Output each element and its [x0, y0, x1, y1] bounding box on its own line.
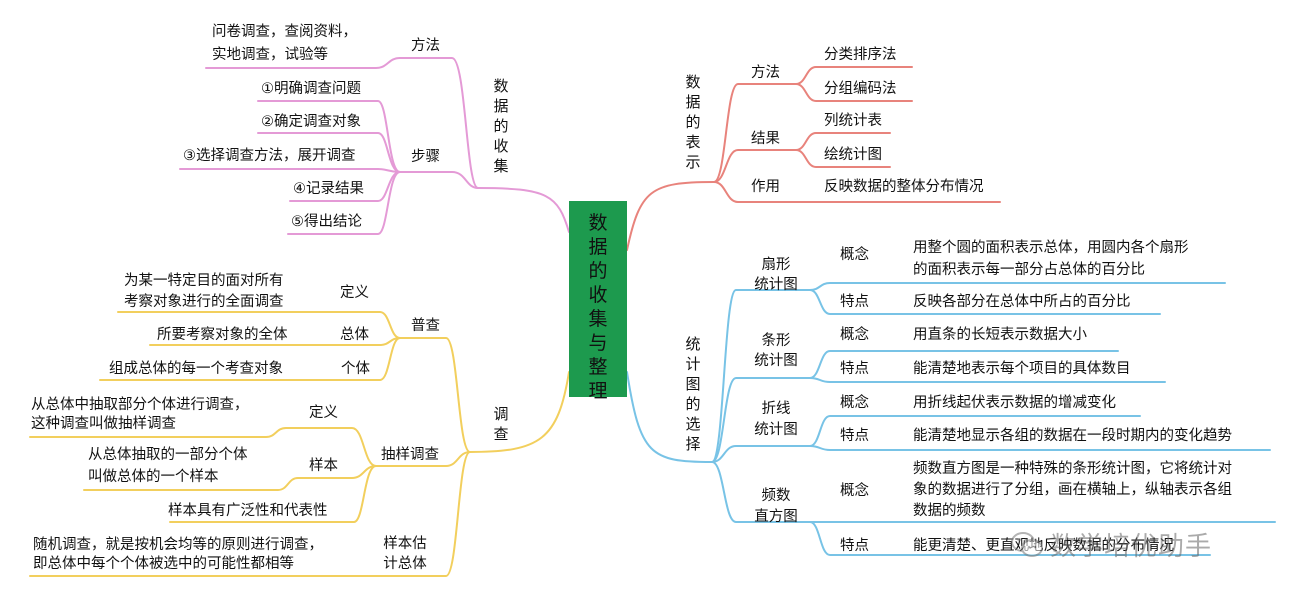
sample-text-2: 叫做总体的一个样本: [88, 469, 219, 485]
individual-label: 个体: [341, 361, 370, 377]
bar-feature-text: 能清楚地表示每个项目的具体数目: [913, 361, 1131, 377]
sampling-definition-label: 定义: [309, 405, 338, 421]
sample-property-text: 样本具有广泛性和代表性: [168, 503, 328, 519]
estimate-label-1: 样本估: [383, 536, 427, 552]
histogram-feature-text: 能更清楚、更直观地反映数据的分布情况: [913, 538, 1174, 554]
sample-text-1: 从总体抽取的一部分个体: [88, 447, 248, 463]
line-label-2: 统计图: [754, 422, 798, 438]
survey-branch-lines: [29, 311, 570, 577]
sampling-definition-text-1: 从总体中抽取部分个体进行调查，: [31, 397, 249, 413]
representation-method-2: 分组编码法: [824, 81, 897, 97]
representation-branch-lines: [626, 66, 1001, 251]
pie-feature-text: 反映各部分在总体中所占的百分比: [913, 294, 1131, 310]
collection-method-label: 方法: [411, 38, 440, 54]
bar-concept-text: 用直条的长短表示数据大小: [913, 327, 1087, 343]
bar-concept-label: 概念: [840, 327, 869, 343]
representation-result-2: 绘统计图: [824, 147, 882, 163]
line-concept-text: 用折线起伏表示数据的增减变化: [913, 395, 1116, 411]
individual-text: 组成总体的每一个考查对象: [109, 361, 283, 377]
collection-step-4: ④记录结果: [293, 181, 364, 197]
estimate-label-2: 计总体: [383, 556, 427, 572]
central-topic-label: 数据的收集与整理: [588, 212, 608, 402]
pie-feature-label: 特点: [840, 294, 869, 310]
sample-label: 样本: [309, 458, 338, 474]
census-definition-text-2: 考察对象进行的全面调查: [124, 294, 284, 310]
representation-method-label: 方法: [751, 65, 780, 81]
histogram-concept-text-1: 频数直方图是一种特殊的条形统计图，它将统计对: [913, 461, 1232, 477]
charts-title: 统计图的选择: [685, 335, 701, 453]
collection-step-2: ②确定调查对象: [261, 114, 361, 130]
line-feature-text: 能清楚地显示各组的数据在一段时期内的变化趋势: [913, 428, 1232, 444]
collection-method-text-1: 问卷调查，查阅资料，: [212, 24, 357, 40]
histogram-label-1: 频数: [761, 488, 791, 504]
histogram-concept-text-2: 象的数据进行了分组，画在横轴上，纵轴表示各组: [913, 482, 1232, 498]
population-text: 所要考察对象的全体: [157, 327, 288, 343]
census-definition-text-1: 为某一特定目的面对所有: [124, 273, 284, 289]
watermark: 数学培优助手: [1010, 526, 1212, 563]
bar-feature-label: 特点: [840, 361, 869, 377]
sampling-label: 抽样调查: [381, 447, 439, 463]
pie-concept-text-2: 的面积表示每一部分占总体的百分比: [913, 262, 1145, 278]
bar-label-2: 统计图: [754, 353, 798, 369]
charts-branch-lines: [626, 282, 1276, 556]
sampling-definition-text-2: 这种调查叫做抽样调查: [31, 416, 176, 432]
collection-step-1: ①明确调查问题: [261, 81, 361, 97]
bar-label-1: 条形: [761, 333, 791, 349]
central-topic: 数据的收集与整理: [569, 201, 627, 402]
representation-result-1: 列统计表: [824, 113, 882, 129]
collection-step-5: ⑤得出结论: [291, 214, 362, 230]
population-label: 总体: [340, 327, 369, 343]
line-feature-label: 特点: [840, 428, 869, 444]
census-definition-label: 定义: [340, 285, 369, 301]
collection-title: 数据的收集: [493, 77, 509, 175]
representation-use-label: 作用: [751, 179, 780, 195]
pie-concept-label: 概念: [840, 247, 869, 263]
pie-label-2: 统计图: [754, 277, 798, 293]
watermark-text: 数学培优助手: [1050, 532, 1213, 562]
collection-step-3: ③选择调查方法，展开调查: [183, 148, 356, 164]
histogram-label-2: 直方图: [754, 509, 798, 525]
survey-title: 调查: [493, 405, 509, 443]
representation-result-label: 结果: [751, 131, 780, 147]
line-concept-label: 概念: [840, 395, 869, 411]
collection-steps-label: 步骤: [411, 149, 440, 165]
estimate-text-1: 随机调查，就是按机会均等的原则进行调查，: [33, 537, 323, 553]
representation-method-1: 分类排序法: [824, 47, 897, 63]
representation-title: 数据的表示: [685, 73, 701, 171]
representation-use-text: 反映数据的整体分布情况: [824, 179, 984, 195]
wechat-icon: [1011, 531, 1043, 557]
histogram-feature-label: 特点: [840, 538, 869, 554]
estimate-text-2: 即总体中每个个体被选中的可能性都相等: [33, 556, 294, 572]
histogram-concept-label: 概念: [840, 483, 869, 499]
collection-branch-lines: [179, 57, 570, 235]
pie-label-1: 扇形: [761, 257, 791, 273]
line-label-1: 折线: [761, 401, 791, 417]
census-label: 普查: [411, 318, 440, 334]
collection-method-text-2: 实地调查，试验等: [212, 47, 328, 63]
pie-concept-text-1: 用整个圆的面积表示总体，用圆内各个扇形: [913, 240, 1189, 256]
histogram-concept-text-3: 数据的频数: [913, 503, 986, 519]
